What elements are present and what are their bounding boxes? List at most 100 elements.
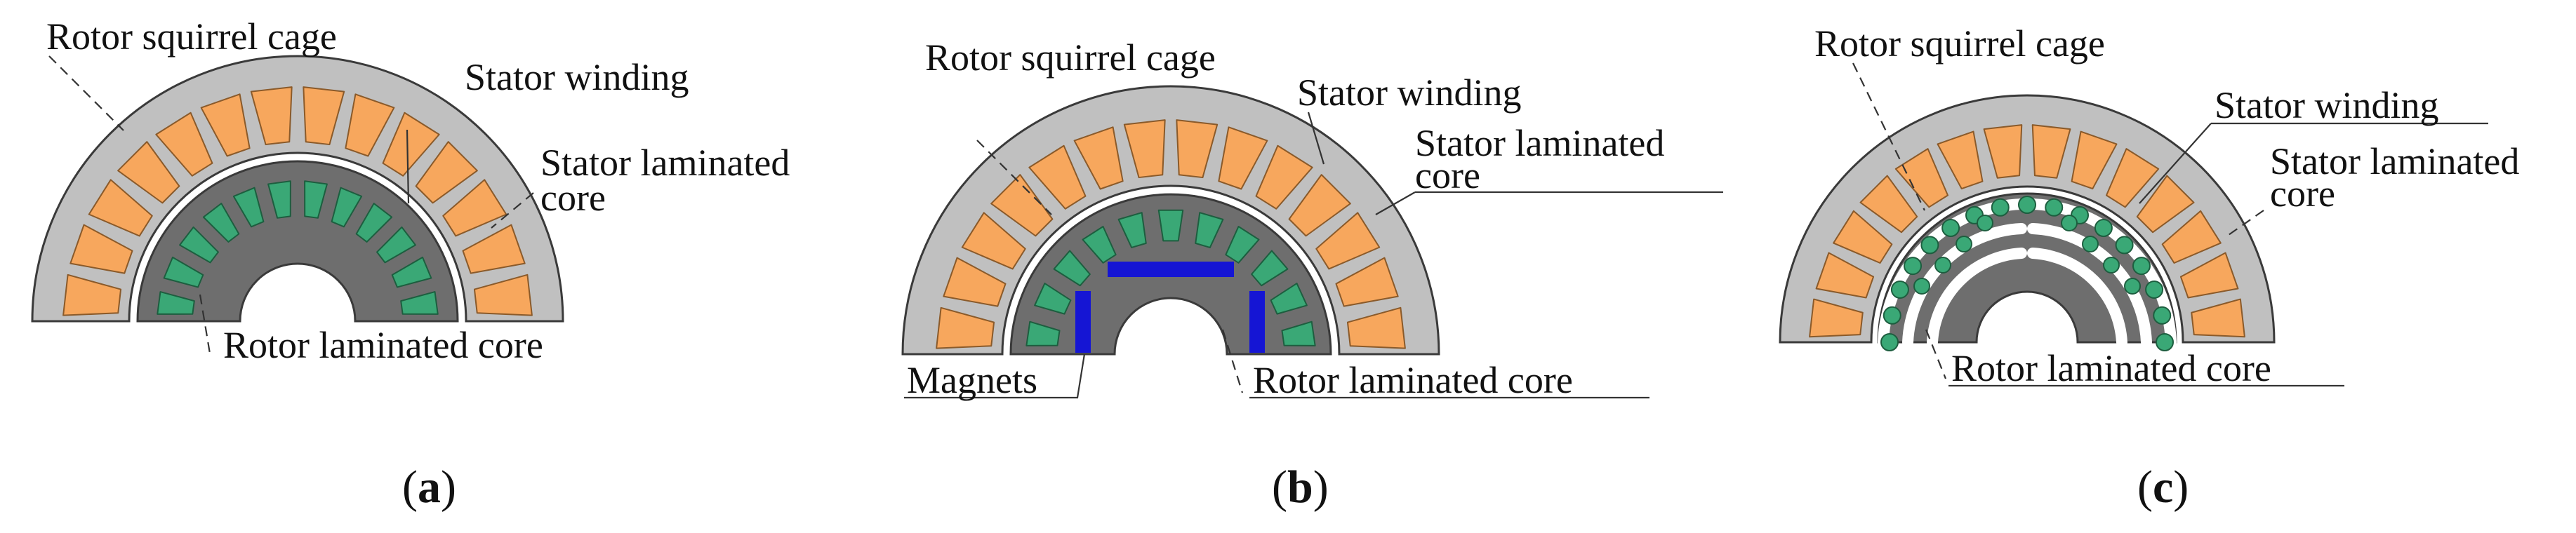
label-stator-winding: Stator winding — [1297, 72, 1522, 114]
rotor-cage-bars — [1025, 209, 1316, 346]
label-stator-core-line2: core — [1415, 154, 1480, 196]
stator-winding-slot — [2136, 175, 2195, 234]
stator-winding-slot — [200, 93, 251, 157]
rotor-cage-bar — [1913, 278, 1930, 295]
stator-winding-slot — [88, 179, 153, 237]
rotor-cage-bar — [157, 291, 195, 315]
label-stator-winding: Stator winding — [465, 56, 689, 98]
stator-winding-slot — [462, 224, 526, 274]
stator-winding-slot — [1335, 257, 1399, 307]
leader-stator-winding — [2139, 122, 2488, 204]
stator-winding-slot — [943, 257, 1007, 307]
rotor-cage-bar — [1883, 306, 1901, 325]
caption-a: (a) — [402, 461, 456, 513]
magnet-right — [1249, 291, 1265, 353]
label-rotor-core: Rotor laminated core — [1253, 359, 1573, 401]
leader-rotor-core — [199, 294, 212, 358]
rotor-cage-bar — [376, 226, 416, 264]
stator-winding-slot — [345, 93, 395, 157]
stator-winding-slot — [936, 306, 995, 349]
label-magnets: Magnets — [907, 359, 1037, 401]
stator-winding-slot — [1315, 212, 1381, 270]
leader-rotor-cage — [48, 55, 124, 131]
rotor-cage-bar — [2094, 219, 2113, 238]
rotor-cage-bar — [2145, 280, 2164, 299]
rotor-cage-bar — [1920, 236, 1939, 255]
stator-winding-slot — [2031, 124, 2071, 179]
rotor-cage-bar — [304, 180, 328, 219]
rotor-cage-bar — [2124, 278, 2141, 295]
stator-winding-slot — [1833, 210, 1893, 264]
leader-magnets — [904, 353, 1086, 399]
rotor-cage-bar — [1270, 283, 1308, 315]
rotor-cage-bar — [355, 203, 393, 243]
leader-stator-core — [1375, 191, 1723, 215]
stator-winding-slot — [442, 179, 507, 237]
rotor-cage-bar — [1082, 225, 1117, 264]
leader-stator-core — [2228, 210, 2264, 236]
rotor-cage-bar — [331, 187, 363, 228]
flux-barrier — [2027, 248, 2127, 348]
stator-winding-slot — [1815, 252, 1875, 299]
rotor-cage-bar — [267, 180, 291, 219]
label-rotor-core: Rotor laminated core — [223, 324, 543, 366]
stator-winding-slot — [1809, 298, 1864, 338]
rotor-cage-bar — [2115, 236, 2134, 255]
rotor-cage-bar — [1904, 257, 1923, 276]
stator-winding-slot — [2179, 252, 2239, 299]
leader-stator-core — [491, 192, 534, 229]
rotor-cage-bar — [1977, 215, 1993, 231]
rotor-cage-bar — [1157, 209, 1184, 242]
stator-winding-slot — [69, 224, 133, 274]
rotor-cage-bar — [1053, 250, 1091, 287]
rotor-cage-bar — [2082, 236, 2099, 252]
stator-winding-slot — [382, 112, 440, 177]
stator-winding-slots — [1809, 124, 2245, 338]
stator-winding-slot — [2071, 130, 2118, 190]
stator-core — [901, 85, 1440, 356]
label-stator-core-line2: core — [540, 177, 606, 219]
rotor-cage-bar — [1281, 321, 1316, 346]
rotor-cage-bar — [1034, 283, 1072, 315]
label-stator-core-line1: Stator laminated — [2270, 140, 2519, 182]
label-stator-winding: Stator winding — [2215, 84, 2439, 126]
caption-b: (b) — [1272, 461, 1329, 513]
rotor-cage-bar — [163, 256, 204, 288]
rotor-cage-bar — [1025, 321, 1061, 346]
stator-winding-slot — [1937, 130, 1984, 190]
stator-winding-slot — [62, 274, 122, 316]
rotor-cage-bar — [1991, 198, 2010, 217]
stator-winding-slot — [1983, 124, 2023, 179]
leader-rotor-core — [1925, 329, 1947, 379]
rotor-cage-bar — [1117, 212, 1147, 248]
stator-core — [31, 55, 564, 323]
leader-stator-winding — [1307, 112, 1325, 165]
stator-winding-slot — [1123, 119, 1166, 179]
rotor-cage-bars — [157, 180, 439, 315]
rotor-cage-bar — [2061, 215, 2078, 231]
stator-winding-slot — [2105, 148, 2160, 208]
label-rotor-cage: Rotor squirrel cage — [46, 15, 337, 58]
stator-winding-slot — [990, 174, 1054, 237]
leader-rotor-cage — [976, 140, 1052, 215]
stator-core — [1779, 94, 2276, 344]
rotor-cage-bar — [1880, 333, 1899, 351]
rotor-cage-bar — [1934, 257, 1951, 274]
rotor-cage-bar — [1195, 212, 1224, 248]
stator-winding-slot — [1894, 148, 1949, 208]
rotor-cage-bar — [391, 256, 432, 288]
panel-c-synchronous-reluctance-motor: Rotor squirrel cage Stator winding Stato… — [1779, 22, 2519, 513]
stator-winding-slot — [1255, 144, 1313, 210]
label-rotor-core: Rotor laminated core — [1951, 347, 2271, 389]
panel-a-induction-motor: Rotor squirrel cage Stator winding Stato… — [31, 15, 790, 513]
rotor-cage-bar — [2018, 196, 2036, 214]
rotor-cage-bar — [1890, 280, 1909, 299]
magnet-left — [1075, 291, 1091, 353]
panel-b-line-start-pm-motor: Rotor squirrel cage Stator winding Stato… — [901, 36, 1723, 513]
stator-winding-slot — [961, 212, 1026, 270]
permanent-magnets — [1075, 262, 1265, 353]
rotor-cage-bar — [400, 291, 439, 315]
stator-winding-slot — [1073, 126, 1124, 190]
label-stator-core-line1: Stator laminated — [540, 142, 790, 184]
